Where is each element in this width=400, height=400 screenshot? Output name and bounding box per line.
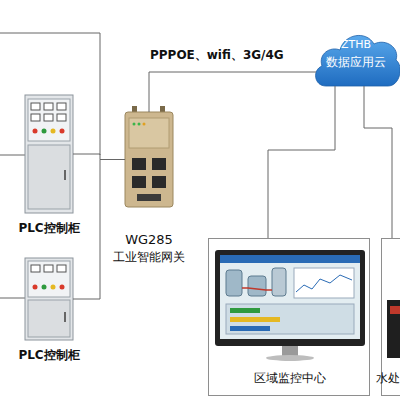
meter — [44, 114, 53, 121]
node-label: 区域监控中心 — [209, 371, 371, 385]
cabinet-body — [25, 95, 73, 213]
monitor-frame — [215, 250, 365, 346]
meter — [57, 103, 66, 110]
lamp — [42, 285, 47, 290]
led — [133, 123, 136, 126]
meter — [57, 265, 66, 272]
meter — [44, 103, 53, 110]
meter — [31, 103, 40, 110]
screen-table — [226, 304, 354, 334]
plc-cabinet-node: PLC控制柜 — [25, 95, 73, 213]
gateway-device — [125, 106, 173, 207]
wire — [0, 33, 100, 155]
led — [143, 123, 146, 126]
cloud-node: ZTHB 数据应用云 — [312, 26, 400, 90]
status-bar — [230, 308, 260, 313]
connector-line — [268, 86, 335, 238]
plc-cabinet — [25, 95, 73, 213]
node-label: WG285 — [95, 232, 203, 248]
screen-titlebar — [220, 255, 360, 263]
node-label: 工业智能网关 — [95, 250, 203, 264]
meter — [44, 265, 53, 272]
node-label: 数据应用云 — [312, 55, 400, 69]
meter — [31, 265, 40, 272]
monitor-stand — [282, 346, 298, 356]
handle — [64, 170, 66, 180]
monitor-screen — [220, 255, 360, 339]
ethernet-port — [152, 158, 166, 170]
gateway-node: WG285工业智能网关 — [125, 112, 173, 207]
plc-cabinet — [25, 258, 73, 340]
cabinet-panel — [28, 99, 70, 141]
ethernet-port — [152, 176, 166, 188]
tank — [272, 268, 286, 296]
wire — [0, 298, 25, 299]
ethernet-port — [132, 176, 146, 188]
cabinet-body — [25, 258, 73, 340]
connector-line — [73, 160, 125, 300]
cabinet-door — [28, 300, 70, 337]
connector-line — [364, 86, 392, 238]
device-body — [387, 300, 400, 358]
node-label: ZTHB — [312, 38, 400, 51]
water-box: 水处 — [381, 238, 400, 396]
meter — [31, 114, 40, 121]
lamp — [51, 129, 56, 134]
node-label: 水处 — [376, 371, 400, 385]
plc-cabinet-node: PLC控制柜 — [25, 258, 73, 340]
led — [138, 123, 141, 126]
cabinet-door — [28, 145, 70, 209]
wire — [0, 155, 25, 156]
lamp — [33, 129, 38, 134]
node-label: PLC控制柜 — [0, 221, 103, 235]
connector-line — [149, 72, 316, 112]
ethernet-port — [132, 158, 146, 170]
lamp — [33, 285, 38, 290]
monitor-center-box: 区域监控中心 — [208, 238, 370, 396]
pipe — [242, 288, 272, 290]
node-label: PLC控制柜 — [0, 348, 103, 362]
monitor-illustration — [215, 250, 365, 361]
gateway-body — [125, 112, 173, 207]
connector-line — [73, 154, 125, 160]
lamp — [42, 129, 47, 134]
gateway-face — [129, 118, 169, 148]
chart-line — [296, 275, 352, 292]
device-screen — [390, 306, 400, 314]
lamp — [51, 285, 56, 290]
lamp — [60, 285, 65, 290]
status-bar — [230, 317, 280, 322]
tank — [226, 270, 242, 296]
terminal-block — [137, 194, 161, 201]
screen-chart — [294, 268, 354, 298]
device-illustration — [387, 300, 400, 358]
cabinet-panel — [28, 261, 70, 297]
tank — [248, 276, 266, 296]
lamp — [60, 129, 65, 134]
connector-label: PPPOE、wifi、3G/4G — [150, 48, 284, 62]
status-bar — [230, 326, 270, 331]
handle — [64, 312, 66, 322]
meter — [57, 114, 66, 121]
monitor-base — [266, 355, 314, 361]
